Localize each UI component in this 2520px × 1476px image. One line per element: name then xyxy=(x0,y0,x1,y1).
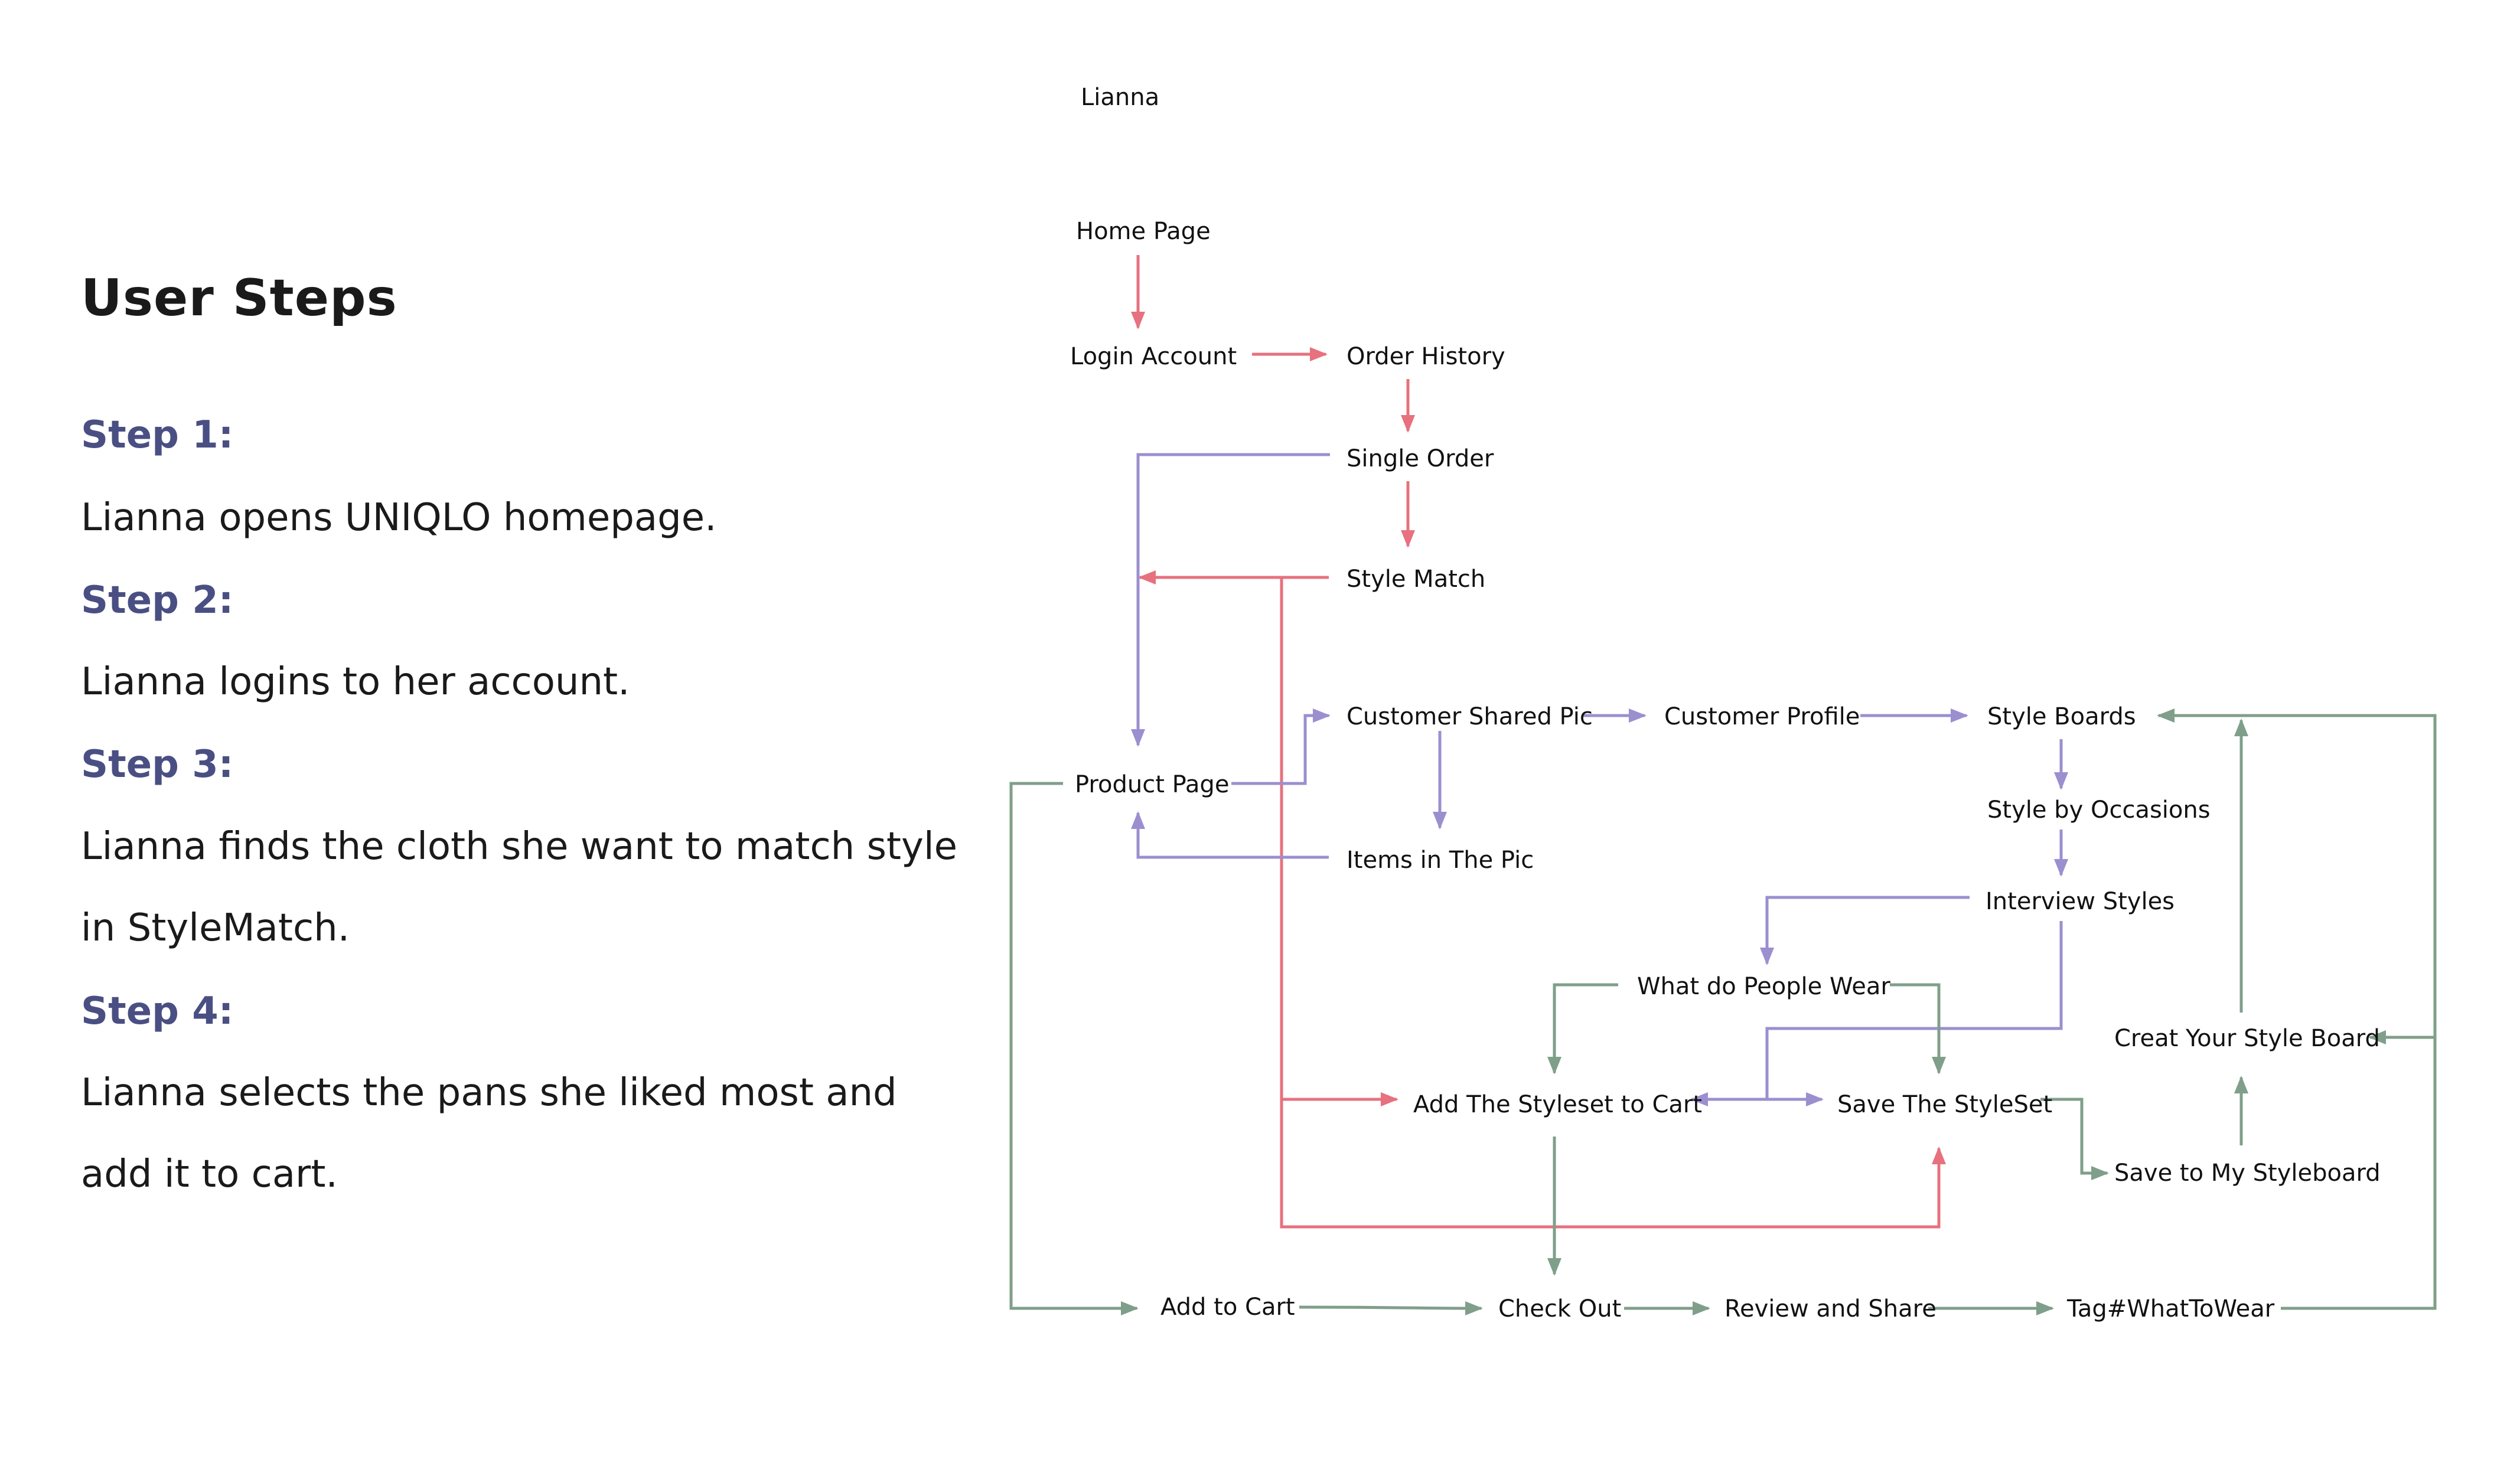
connector-what-wear-to-add-styleset xyxy=(1547,983,1618,1075)
step-path-connectors xyxy=(1131,255,1946,1229)
node-add-to-cart: Add to Cart xyxy=(1160,1294,1295,1321)
node-check-out: Check Out xyxy=(1498,1295,1621,1322)
node-add-styleset-to-cart: Add The Styleset to Cart xyxy=(1413,1091,1702,1118)
node-interview-styles: Interview Styles xyxy=(1986,888,2175,915)
node-style-match: Style Match xyxy=(1347,566,1485,593)
node-login-account: Login Account xyxy=(1070,343,1237,370)
node-save-to-styleboard: Save to My Styleboard xyxy=(2114,1160,2381,1187)
connector-style-match-down-line xyxy=(1280,577,1946,1229)
connector-interview-down xyxy=(1765,921,2063,1099)
step-2-label: Step 2: xyxy=(81,579,234,622)
user-steps-heading: User Steps xyxy=(81,269,397,328)
flow-nodes: Lianna Home Page Login Account Order His… xyxy=(1070,84,2381,1322)
node-creat-style-board: Creat Your Style Board xyxy=(2114,1025,2380,1052)
connector-product-page-to-customer-pic xyxy=(1231,708,1331,785)
step-4-text-line-2: add it to cart. xyxy=(81,1152,338,1196)
node-customer-profile: Customer Profile xyxy=(1664,703,1860,730)
connector-single-order-to-product-page xyxy=(1131,453,1330,747)
node-customer-shared-pic: Customer Shared Pic xyxy=(1347,703,1593,730)
step-2-text: Lianna logins to her account. xyxy=(81,660,630,704)
step-3-label: Step 3: xyxy=(81,743,234,786)
connector-tag-to-style-boards xyxy=(2157,708,2437,1310)
node-items-in-pic: Items in The Pic xyxy=(1347,847,1534,874)
node-order-history: Order History xyxy=(1347,343,1505,370)
node-style-boards: Style Boards xyxy=(1987,703,2136,730)
node-style-by-occasions: Style by Occasions xyxy=(1987,796,2211,824)
connector-product-page-to-add-cart xyxy=(1009,782,1139,1315)
connector-interview-to-what-wear xyxy=(1760,896,1970,965)
step-1-text: Lianna opens UNIQLO homepage. xyxy=(81,496,717,540)
node-product-page: Product Page xyxy=(1075,771,1229,798)
node-what-do-people-wear: What do People Wear xyxy=(1637,973,1890,1000)
step-3-text-line-2: in StyleMatch. xyxy=(81,906,350,950)
user-steps-panel: User Steps Step 1: Lianna opens UNIQLO h… xyxy=(81,0,967,1476)
node-home-page: Home Page xyxy=(1076,218,1211,245)
node-tag-whattowear: Tag#WhatToWear xyxy=(2066,1295,2275,1322)
node-review-and-share: Review and Share xyxy=(1724,1295,1937,1322)
step-1-label: Step 1: xyxy=(81,413,234,457)
step-4-label: Step 4: xyxy=(81,990,234,1033)
browse-path-connectors xyxy=(1131,453,2068,1106)
connector-add-cart-to-check-out xyxy=(1299,1301,1483,1315)
step-4-text-line-1: Lianna selects the pans she liked most a… xyxy=(81,1071,897,1115)
node-single-order: Single Order xyxy=(1347,445,1494,472)
shop-path-connectors xyxy=(1009,708,2437,1315)
connector-items-to-product-page xyxy=(1131,811,1329,859)
connector-what-wear-to-save-styleset xyxy=(1890,983,1946,1075)
persona-label: Lianna xyxy=(1081,84,1159,111)
connector-save-styleset-to-save-board xyxy=(2040,1098,2109,1180)
node-save-styleset: Save The StyleSet xyxy=(1837,1091,2052,1118)
step-3-text-line-1: Lianna finds the cloth she want to match… xyxy=(81,825,958,868)
